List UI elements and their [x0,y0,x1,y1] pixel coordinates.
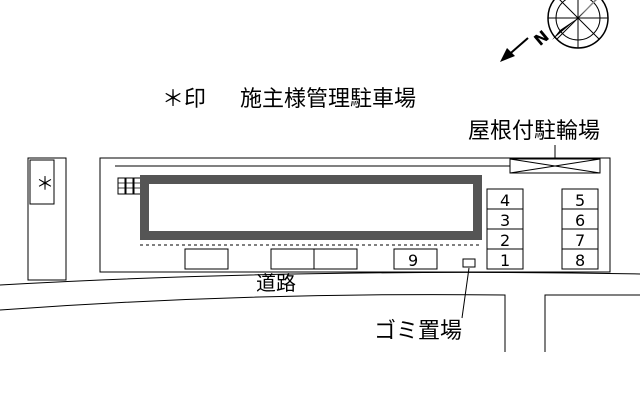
north-label: N [530,26,552,49]
parking-number-8: 8 [575,251,585,270]
parking-space-9 [393,248,438,270]
parking-space [184,248,229,270]
parking-number-7: 7 [575,231,585,250]
parking-number-9: 9 [408,251,418,270]
north-arrow: N [500,26,553,62]
legend-text: 施主様管理駐車場 [240,87,416,112]
parking-number-2: 2 [500,231,510,250]
parking-column-right: 5 6 7 8 [561,188,599,270]
bicycle-parking-label: 屋根付駐輪場 [468,119,600,144]
parking-number-3: 3 [500,211,510,230]
road [0,271,640,352]
garbage-label: ゴミ置場 [374,319,462,344]
parking-column-middle: 4 3 2 1 [486,188,524,270]
parking-number-1: 1 [500,251,510,270]
parking-number-5: 5 [575,191,585,210]
parking-space [313,248,358,270]
garbage-area [462,258,476,268]
owner-parking-space [29,159,55,205]
parking-space [270,248,315,270]
owner-parking-marker: ＊ [36,174,54,195]
legend-marker: ＊印 [162,87,206,112]
stairs-icon [117,177,142,195]
parking-number-4: 4 [500,191,510,210]
parking-number-6: 6 [575,211,585,230]
compass-rose-icon [547,0,609,49]
building-inner [149,184,473,231]
road-label: 道路 [256,271,296,295]
